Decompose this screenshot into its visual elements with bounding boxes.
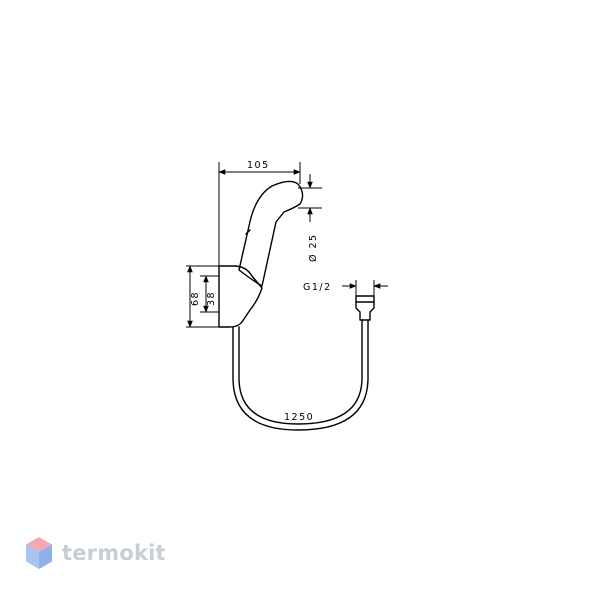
dim-38-label: 38 <box>206 291 217 306</box>
wall-bracket <box>218 265 263 328</box>
cube-icon <box>26 537 52 569</box>
dim-1250-label: 1250 <box>284 412 314 423</box>
hose-outer <box>232 319 369 431</box>
dim-105-label: 105 <box>247 160 270 171</box>
hose-inner <box>238 319 363 425</box>
dim-25-label: Ø 25 <box>308 233 319 262</box>
dim-68-label: 68 <box>190 291 201 306</box>
shower-head-trigger <box>245 229 251 235</box>
logo-text: termokit <box>62 541 166 565</box>
shower-head <box>238 180 304 287</box>
hose-nut <box>355 295 375 321</box>
dim-g12-label: G1/2 <box>303 282 332 293</box>
termokit-logo: termokit <box>24 536 166 570</box>
